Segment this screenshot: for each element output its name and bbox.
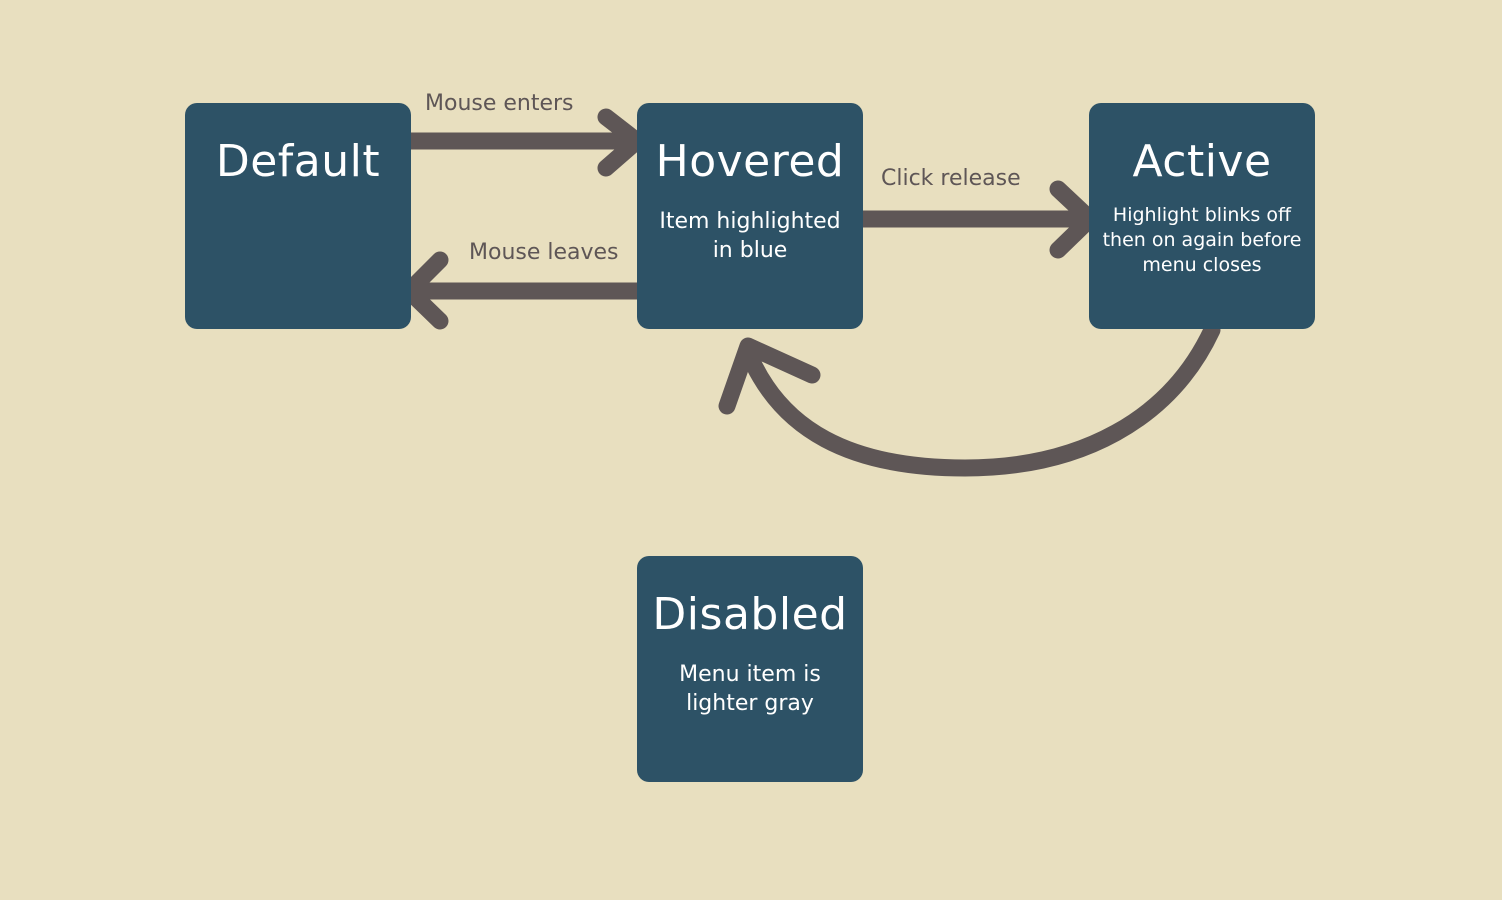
state-hovered-description: Item highlighted in blue — [659, 209, 841, 263]
arrow-active-to-hovered-head — [718, 337, 821, 415]
arrow-hovered-to-active — [853, 180, 1099, 259]
arrow-default-to-hovered — [399, 108, 646, 177]
state-active-description: Highlight blinks off then on again befor… — [1102, 204, 1302, 276]
arrow-active-to-hovered-curve — [739, 321, 1221, 477]
state-default-title: Default — [215, 136, 381, 187]
state-hovered-title: Hovered — [655, 136, 845, 187]
transition-label-mouse-leaves: Mouse leaves — [469, 240, 619, 265]
transition-label-mouse-enters: Mouse enters — [425, 91, 574, 116]
state-active: Active Highlight blinks off then on agai… — [1089, 103, 1315, 329]
state-hovered: Hovered Item highlighted in blue — [637, 103, 863, 329]
state-default: Default — [185, 103, 411, 329]
state-disabled-title: Disabled — [652, 589, 848, 640]
transition-label-click-release: Click release — [881, 166, 1021, 191]
arrow-hovered-to-default — [400, 251, 646, 330]
arrow-active-to-hovered — [718, 321, 1221, 477]
state-active-title: Active — [1132, 136, 1272, 187]
state-disabled-description: Menu item is lighter gray — [679, 662, 821, 716]
state-disabled: Disabled Menu item is lighter gray — [637, 556, 863, 782]
